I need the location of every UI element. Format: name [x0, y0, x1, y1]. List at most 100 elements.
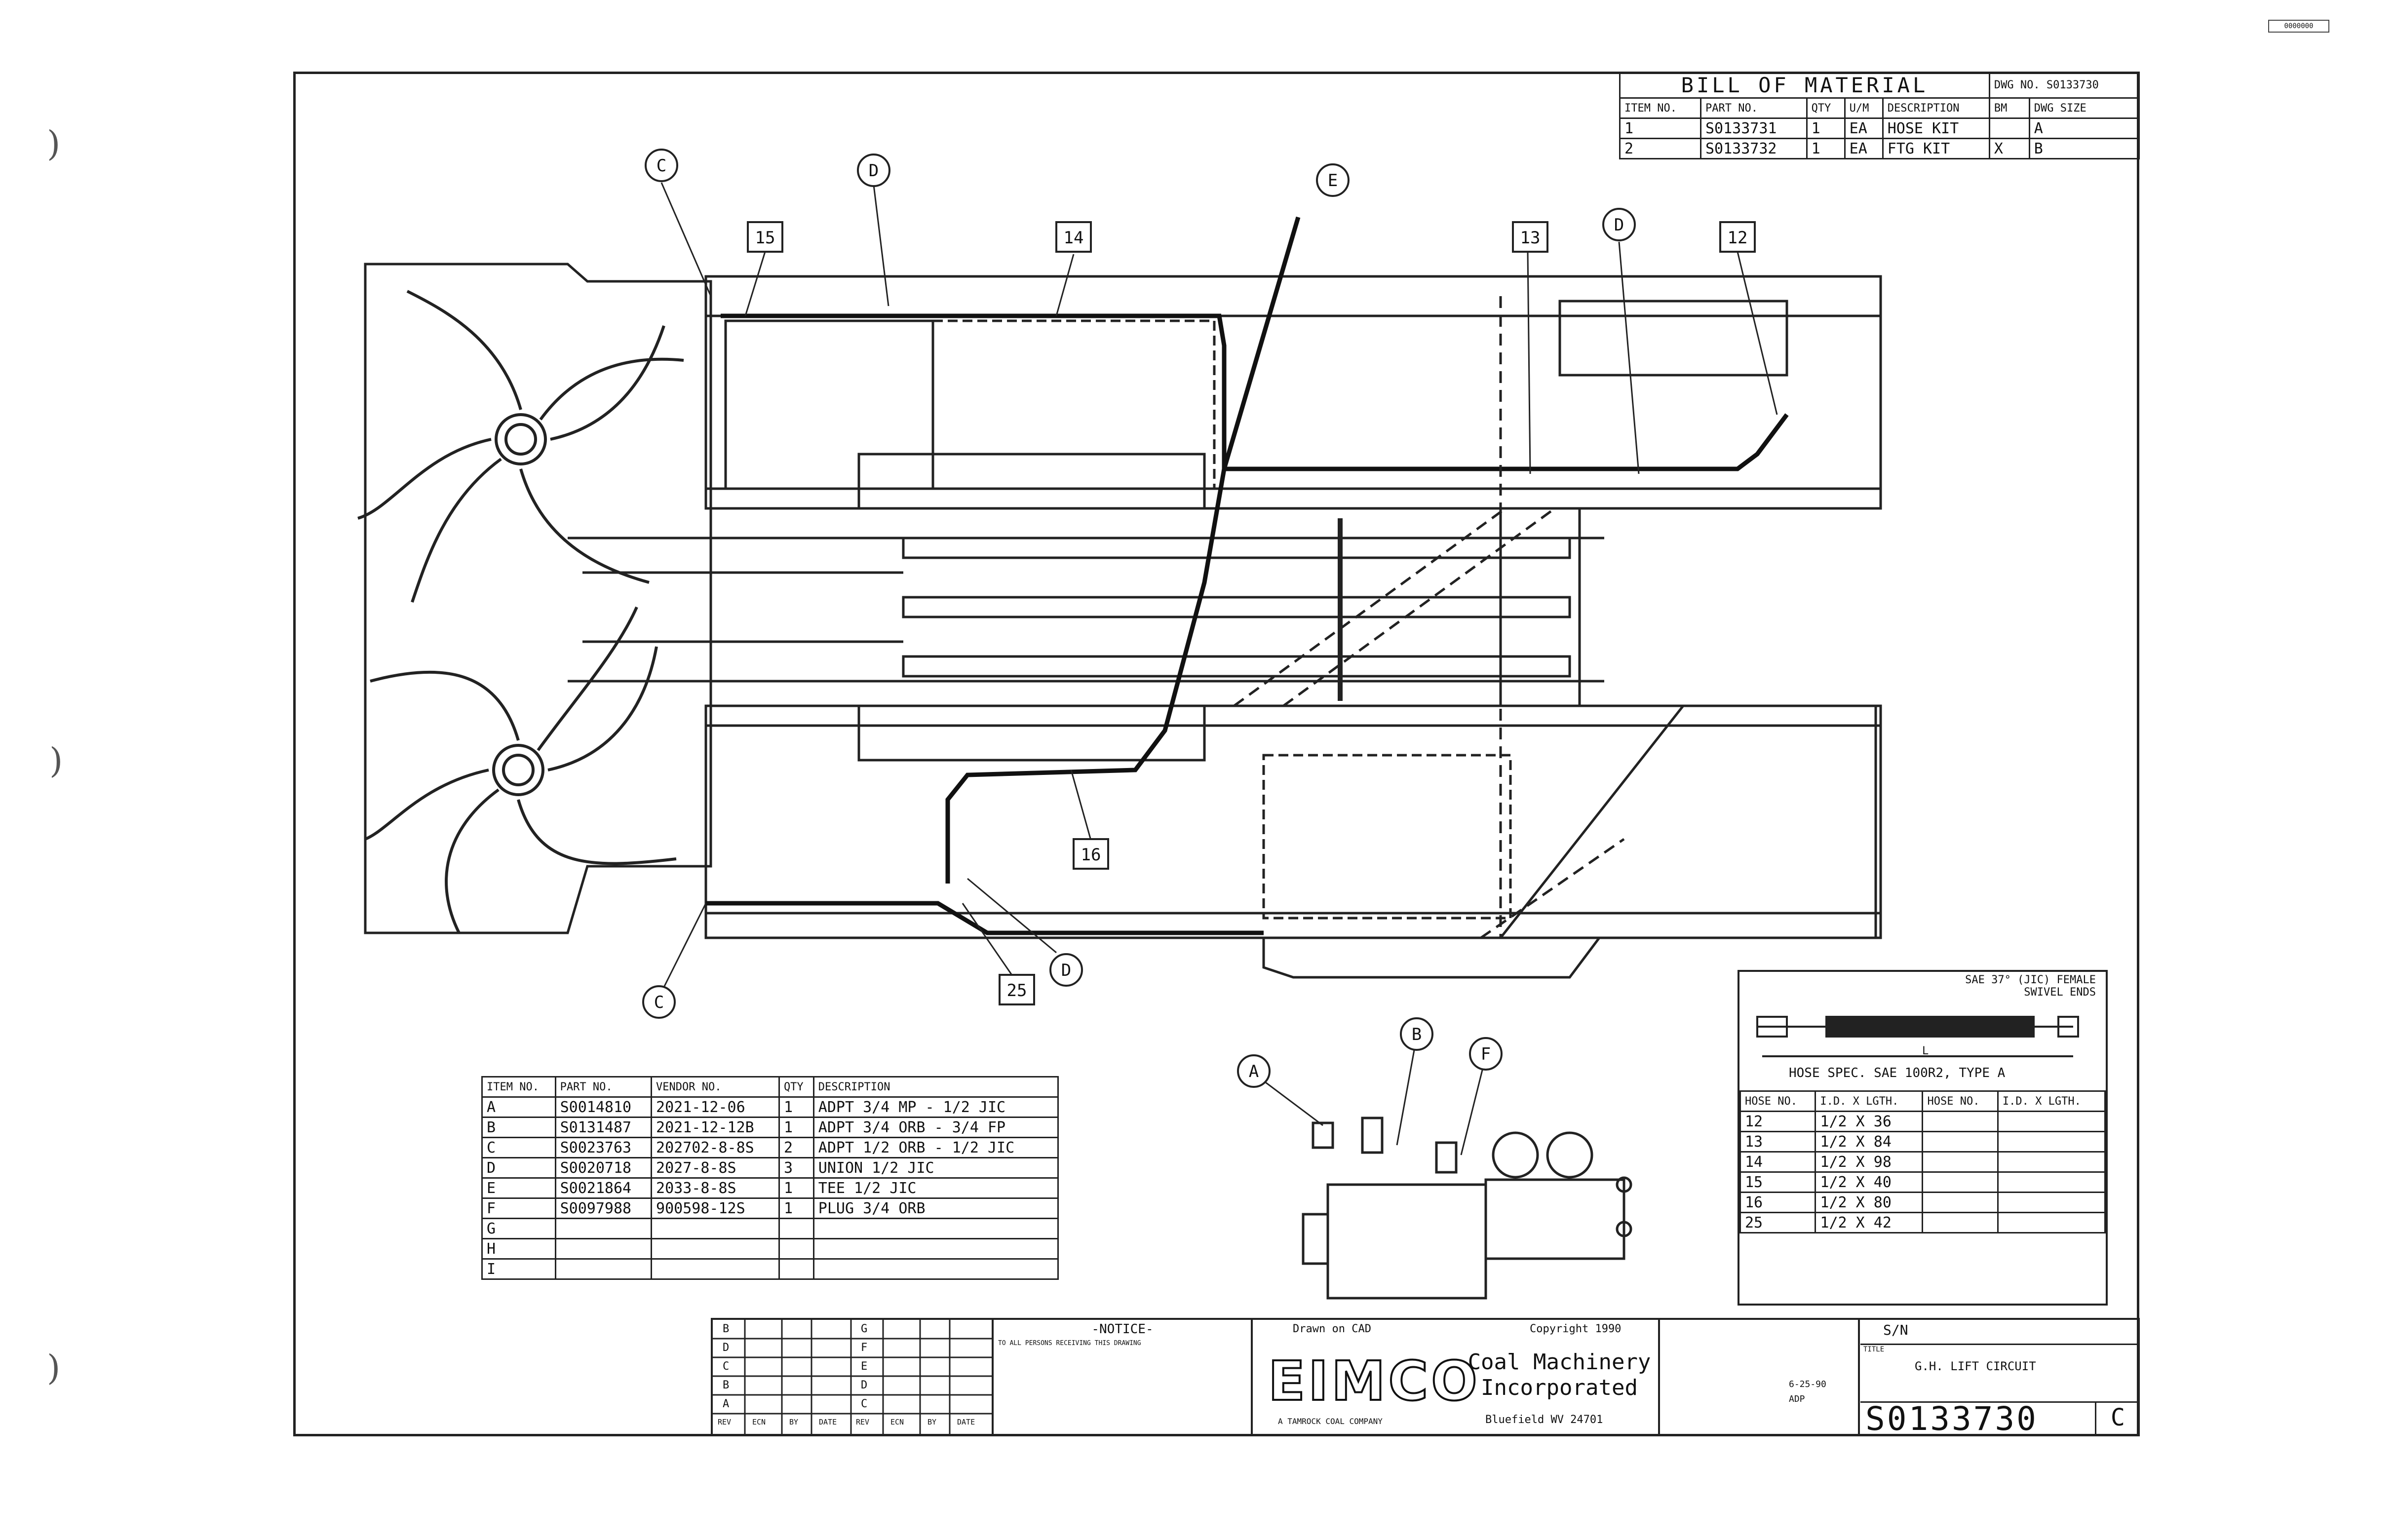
- cell: 1: [1619, 117, 1701, 139]
- cell: 2: [778, 1137, 814, 1158]
- cell: G: [481, 1218, 556, 1239]
- cell: X: [1988, 138, 2030, 159]
- cell: 1/2 X 84: [1815, 1131, 1924, 1153]
- cell: [1922, 1151, 1999, 1173]
- cell: S0014810: [554, 1096, 653, 1118]
- cell: [1997, 1131, 2106, 1153]
- cell: EA: [1844, 138, 1884, 159]
- cell: 2021-12-12B: [651, 1116, 780, 1138]
- cell: 1: [778, 1197, 814, 1219]
- cell: [812, 1238, 1059, 1260]
- cell: 1/2 X 36: [1815, 1111, 1924, 1132]
- cell: [554, 1238, 653, 1260]
- cell: PLUG 3/4 ORB: [812, 1197, 1059, 1219]
- cell: 1: [1806, 117, 1846, 139]
- table-row: G: [481, 1218, 1059, 1239]
- cell: [554, 1258, 653, 1280]
- callout-b: B: [1412, 1025, 1422, 1044]
- hose-header-row: HOSE NO. I.D. X LGTH. HOSE NO. I.D. X LG…: [1739, 1090, 2106, 1112]
- table-row: I: [481, 1258, 1059, 1280]
- hose-callout-14: 14: [1064, 228, 1084, 248]
- cell: TEE 1/2 JIC: [812, 1177, 1059, 1199]
- hose-callout-15: 15: [755, 228, 775, 248]
- hose-callout-13: 13: [1520, 228, 1541, 248]
- col-header: HOSE NO.: [1922, 1090, 1999, 1112]
- cell: [1997, 1111, 2106, 1132]
- cell: S0133731: [1700, 117, 1808, 139]
- callout-c-top: C: [657, 156, 666, 176]
- drawing-number: S0133730: [1865, 1400, 2038, 1438]
- cell: 25: [1739, 1212, 1816, 1233]
- cell: D: [481, 1157, 556, 1179]
- rev-letter: F: [861, 1342, 868, 1354]
- notice-block: -NOTICE- TO ALL PERSONS RECEIVING THIS D…: [994, 1320, 1253, 1434]
- bill-of-material-table: BILL OF MATERIAL DWG NO. S0133730 ITEM N…: [1619, 72, 2140, 159]
- rev-letter: C: [861, 1398, 868, 1410]
- serial-label: S/N: [1863, 1322, 1908, 1338]
- cell: S0020718: [554, 1157, 653, 1179]
- cell: 2021-12-06: [651, 1096, 780, 1118]
- rev-col-label: ECN: [752, 1418, 766, 1426]
- cell: [812, 1218, 1059, 1239]
- col-header: DESCRIPTION: [812, 1076, 1059, 1098]
- cell: ADPT 1/2 ORB - 1/2 JIC: [812, 1137, 1059, 1158]
- cell: 1/2 X 80: [1815, 1192, 1924, 1213]
- col-header: DESCRIPTION: [1882, 97, 1990, 119]
- rev-col-label: REV: [718, 1418, 732, 1426]
- col-header: PART NO.: [1700, 97, 1808, 119]
- cell: FTG KIT: [1882, 138, 1990, 159]
- cell: [1988, 117, 2030, 139]
- cell: 2033-8-8S: [651, 1177, 780, 1199]
- cell: 16: [1739, 1192, 1816, 1213]
- hose-callout-25: 25: [1007, 981, 1027, 1001]
- fittings-header-row: ITEM NO. PART NO. VENDOR NO. QTY DESCRIP…: [481, 1076, 1059, 1098]
- callout-e: E: [1328, 171, 1338, 191]
- rev-letter: D: [861, 1379, 868, 1391]
- cell: [1922, 1212, 1999, 1233]
- cell: 13: [1739, 1131, 1816, 1153]
- cell: 12: [1739, 1111, 1816, 1132]
- cell: [1997, 1192, 2106, 1213]
- col-header: ITEM NO.: [1619, 97, 1701, 119]
- company-line2: Incorporated: [1481, 1375, 1638, 1400]
- cell: 2: [1619, 138, 1701, 159]
- rev-letter: G: [861, 1323, 868, 1335]
- cell: [778, 1258, 814, 1280]
- cell: S0021864: [554, 1177, 653, 1199]
- cell: ADPT 3/4 MP - 1/2 JIC: [812, 1096, 1059, 1118]
- cell: 1/2 X 98: [1815, 1151, 1924, 1173]
- cell: ADPT 3/4 ORB - 3/4 FP: [812, 1116, 1059, 1138]
- cell: [1997, 1151, 2106, 1173]
- cell: F: [481, 1197, 556, 1219]
- cell: [1997, 1171, 2106, 1193]
- cell: UNION 1/2 JIC: [812, 1157, 1059, 1179]
- bom-header-row: ITEM NO. PART NO. QTY U/M DESCRIPTION BM…: [1619, 97, 2140, 119]
- cell: [1922, 1111, 1999, 1132]
- serial-no-label: S/N: [1883, 1322, 1908, 1338]
- cell: E: [481, 1177, 556, 1199]
- col-header: U/M: [1844, 97, 1884, 119]
- cell: S0133732: [1700, 138, 1808, 159]
- rev-letter: A: [723, 1398, 730, 1410]
- cell: S0023763: [554, 1137, 653, 1158]
- rev-letter: B: [723, 1379, 730, 1391]
- company-block: Drawn on CAD Copyright 1990 EIMCO Coal M…: [1253, 1320, 1660, 1434]
- hose-length-table: HOSE NO. I.D. X LGTH. HOSE NO. I.D. X LG…: [1739, 1090, 2106, 1233]
- col-header: PART NO.: [554, 1076, 653, 1098]
- cell: [812, 1258, 1059, 1280]
- callout-d-bottom: D: [1061, 961, 1071, 980]
- cell: EA: [1844, 117, 1884, 139]
- hose-length-label: L: [1922, 1045, 1929, 1057]
- cell: 900598-12S: [651, 1197, 780, 1219]
- cell: [651, 1238, 780, 1260]
- title-block: B D C B A G F E D C REV ECN BY DATE REV …: [711, 1318, 2140, 1438]
- cell: [651, 1218, 780, 1239]
- cell: [1922, 1192, 1999, 1213]
- cell: [1997, 1212, 2106, 1233]
- cell: 1/2 X 42: [1815, 1212, 1924, 1233]
- col-header: ITEM NO.: [481, 1076, 556, 1098]
